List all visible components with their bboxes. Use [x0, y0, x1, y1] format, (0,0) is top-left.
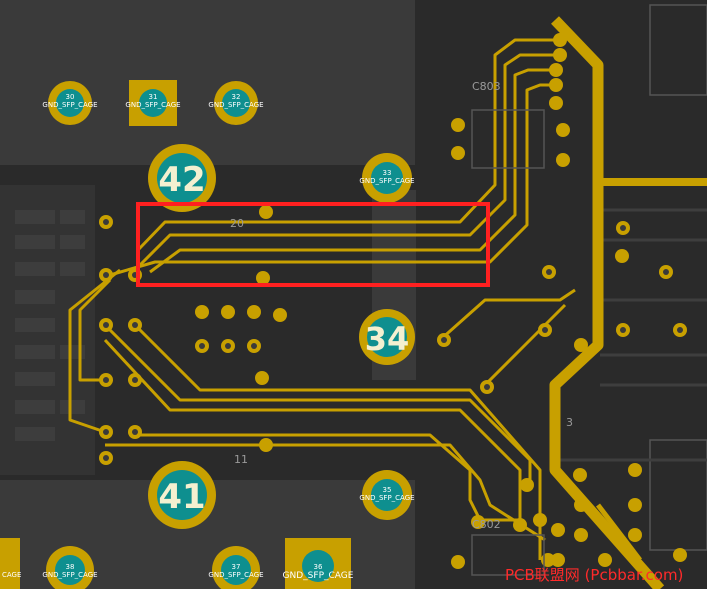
svg-text:GND_SFP_CAGE: GND_SFP_CAGE [125, 101, 180, 109]
pad-38: 38 GND_SFP_CAGE [42, 546, 98, 589]
svg-text:GND_SFP_CAGE: GND_SFP_CAGE [359, 494, 414, 502]
pad-32: 32 GND_SFP_CAGE [208, 81, 264, 125]
svg-text:37: 37 [232, 563, 241, 571]
power-trace [549, 16, 665, 589]
silk-pin-20: 20 [230, 217, 244, 230]
svg-text:38: 38 [66, 563, 75, 571]
pad-36: 36 GND_SFP_CAGE [283, 538, 354, 589]
svg-text:35: 35 [383, 486, 392, 494]
connector-fingers-left [15, 210, 85, 441]
pad-31: 31 GND_SFP_CAGE [125, 80, 181, 126]
svg-text:34: 34 [365, 320, 410, 358]
highlight-box [136, 202, 490, 287]
via-holes [103, 219, 683, 461]
silk-pin-3: 3 [566, 416, 573, 429]
capacitor-outlines [471, 109, 545, 576]
svg-text:36: 36 [314, 563, 323, 571]
svg-text:CAGE: CAGE [2, 571, 21, 579]
svg-text:31: 31 [149, 93, 158, 101]
lower-traces [68, 268, 576, 560]
svg-text:32: 32 [232, 93, 241, 101]
pad-34: 34 [359, 309, 415, 365]
component-outline-top-right [649, 4, 707, 96]
svg-text:42: 42 [158, 160, 205, 200]
right-traces-background [560, 208, 707, 462]
silk-pin-11: 11 [234, 453, 248, 466]
power-trace-branch-2 [596, 503, 642, 562]
svg-text:33: 33 [383, 169, 392, 177]
svg-text:GND_SFP_CAGE: GND_SFP_CAGE [359, 177, 414, 185]
pad-42: 42 [148, 144, 216, 212]
silk-c803: C803 [472, 80, 501, 93]
svg-text:GND_SFP_CAGE: GND_SFP_CAGE [42, 571, 97, 579]
component-outline-bottom-right [649, 439, 707, 551]
svg-text:GND_SFP_CAGE: GND_SFP_CAGE [283, 571, 354, 581]
svg-text:30: 30 [66, 93, 75, 101]
svg-text:GND_SFP_CAGE: GND_SFP_CAGE [208, 101, 263, 109]
svg-text:GND_SFP_CAGE: GND_SFP_CAGE [42, 101, 97, 109]
pad-37: 37 GND_SFP_CAGE [208, 546, 264, 589]
pad-41: 41 [148, 461, 216, 529]
silk-c802: C802 [472, 518, 501, 531]
diff-pair-traces [109, 38, 560, 277]
pad-30: 30 GND_SFP_CAGE [42, 81, 98, 125]
svg-text:41: 41 [158, 477, 205, 517]
svg-text:GND_SFP_CAGE: GND_SFP_CAGE [208, 571, 263, 579]
pad-33: 33 GND_SFP_CAGE [359, 153, 415, 203]
pad-35: 35 GND_SFP_CAGE [359, 470, 415, 520]
watermark: PCB联盟网 (Pcbbar.com) [505, 566, 683, 584]
pad-left-edge: CAGE [0, 538, 21, 589]
